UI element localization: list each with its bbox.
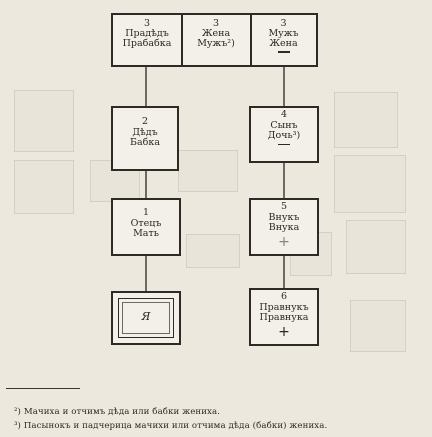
background-ghost-box [14, 160, 74, 214]
parent-text: 1 Отецъ Мать [113, 207, 179, 240]
great-grandchild-box: 6 Правнукъ Правнука + [249, 288, 319, 346]
cell-divider [250, 15, 252, 65]
relation-label: Прабабка [122, 38, 172, 49]
grandparent-box: 2 Дѣдъ Бабка [111, 106, 179, 171]
relation-label: Внука [268, 222, 300, 233]
plus-mark: + [278, 233, 290, 250]
grandchild-box: 5 Внукъ Внука + [249, 198, 319, 256]
footnote-2: ²) Мачиха и отчимъ дѣда или бабки жениха… [14, 407, 221, 417]
generation-number: 6 [280, 291, 288, 302]
great-grandchild-text: 6 Правнукъ Правнука + [251, 291, 317, 340]
background-ghost-box [334, 155, 406, 213]
connector-line [145, 170, 147, 198]
generation-number: 5 [280, 201, 288, 212]
relation-label: Сынъ [270, 119, 298, 131]
self-box: Я [111, 291, 181, 345]
generation-number: 3 [212, 18, 220, 29]
top-row-box: 3 Прадѣдъ Прабабка 3 Жена Мужъ²) 3 Мужъ … [111, 13, 318, 67]
relation-label: Дѣдъ [132, 126, 158, 138]
relation-label: Мать [133, 228, 159, 239]
relation-label: Бабка [130, 137, 160, 148]
connector-line [283, 66, 285, 106]
minus-mark [278, 143, 290, 145]
background-ghost-box [14, 90, 74, 152]
minus-mark [277, 51, 290, 53]
generation-number: 4 [280, 109, 288, 120]
step-spouse-cell: 3 Жена Мужъ²) [182, 15, 250, 65]
great-grandparent-cell: 3 Прадѣдъ Прабабка [113, 15, 181, 65]
connector-line [283, 162, 285, 198]
connector-line [283, 255, 285, 289]
self-inner-frame [122, 302, 170, 334]
self-label: Я [141, 310, 151, 323]
footnote-3: ³) Пасынокъ и падчерица мачихи или отчим… [14, 421, 328, 431]
relation-label: Правнука [259, 312, 309, 323]
relation-label: Отецъ [130, 217, 162, 229]
grandchild-text: 5 Внукъ Внука + [251, 201, 317, 250]
relation-label: Прадѣдъ [125, 28, 169, 39]
background-ghost-box [346, 220, 406, 274]
generation-number: 1 [142, 207, 150, 218]
relation-label: Мужъ²) [197, 38, 235, 49]
relation-label: Правнукъ [259, 301, 309, 313]
cell-divider [181, 15, 183, 65]
connector-line [145, 255, 147, 291]
grandparent-text: 2 Дѣдъ Бабка [113, 116, 177, 149]
footnote-rule [6, 388, 80, 389]
background-ghost-box [178, 150, 238, 192]
generation-number: 3 [143, 18, 151, 29]
relation-label: Мужъ [268, 28, 299, 39]
parent-box: 1 Отецъ Мать [111, 198, 181, 256]
plus-mark: + [278, 323, 290, 340]
background-ghost-box [334, 92, 398, 148]
connector-line [145, 66, 147, 106]
spouse-cell: 3 Мужъ Жена [251, 15, 316, 65]
son-text: 4 Сынъ Дочь³) [251, 109, 317, 145]
relation-label: Внукъ [268, 211, 300, 223]
generation-number: 2 [141, 116, 149, 127]
background-ghost-box [186, 234, 240, 268]
relation-label: Жена [269, 38, 298, 49]
self-inner-frame [118, 298, 174, 338]
relation-label: Дочь³) [267, 130, 301, 141]
generation-number: 3 [280, 18, 287, 29]
relation-label: Жена [201, 28, 231, 39]
son-box: 4 Сынъ Дочь³) [249, 106, 319, 163]
background-ghost-box [350, 300, 406, 352]
